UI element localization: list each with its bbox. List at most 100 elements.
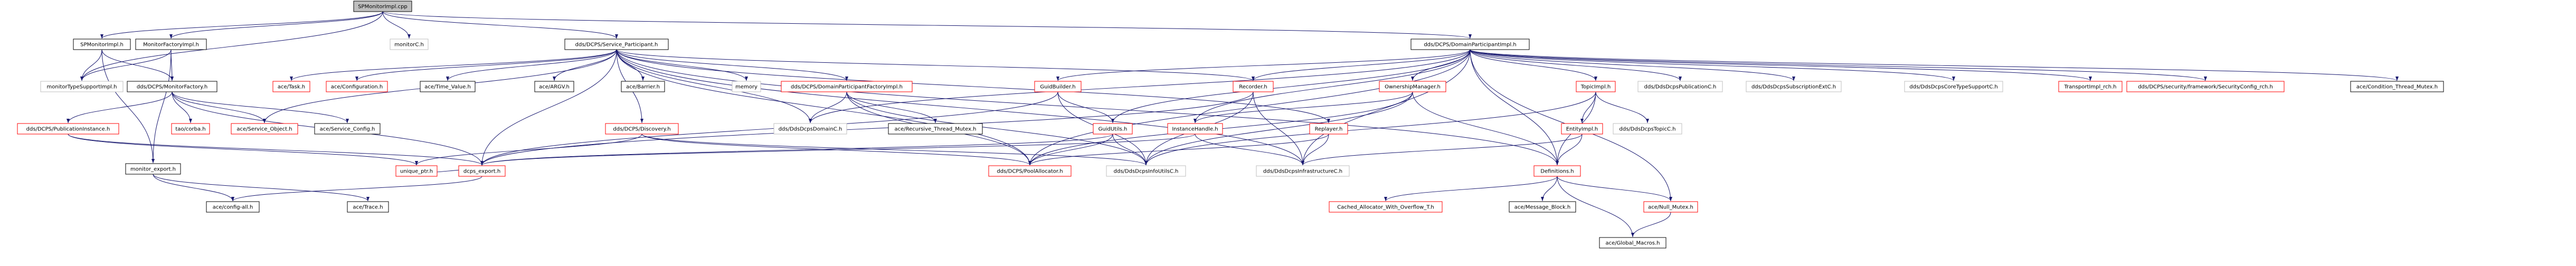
node-box [564,39,669,50]
node-tao-corba-h[interactable]: tao/corba.h [171,123,210,135]
node-box [1746,81,1842,92]
node-dds-dcps-security-framework-securityconfig-rch-h[interactable]: dds/DCPS/security/framework/SecurityConf… [2126,81,2285,92]
node-box [73,39,131,50]
node-ace-trace-h[interactable]: ace/Trace.h [347,201,389,213]
edge-ownershipmanager-h-to-instancehandle-h [1194,91,1413,124]
node-spmonitorimpl-h[interactable]: SPMonitorImpl.h [73,39,131,50]
node-ace-time-value-h[interactable]: ace/Time_Value.h [420,81,476,92]
node-dds-dcps-discovery-h[interactable]: dds/DCPS/Discovery.h [605,123,679,135]
node-dds-dcps-monitorfactory-h[interactable]: dds/DCPS/MonitorFactory.h [127,81,217,92]
node-box [347,201,389,213]
edge-dds-dcps-monitorfactory-h-to-dds-dcps-publicationinstance-h [67,91,173,124]
edge-definitions-h-to-cached-allocator-with-overflow-t-h [1384,176,1558,202]
edge-dds-dcps-domainparticipantimpl-h-to-recorder-h [1252,49,1471,81]
node-ace-service-object-h[interactable]: ace/Service_Object.h [231,123,298,135]
node-box [1576,81,1616,92]
node-box [1379,81,1446,92]
node-box [1034,81,1082,92]
node-transportimpl-rch-h[interactable]: TransportImpl_rch.h [2058,81,2123,92]
node-ace-config-all-h[interactable]: ace/config-all.h [206,201,260,213]
node-label: OwnershipManager.h [1385,84,1441,90]
node-guidutils-h[interactable]: GuidUtils.h [1093,123,1133,135]
node-ace-configuration-h[interactable]: ace/Configuration.h [326,81,388,92]
node-label: Cached_Allocator_With_Overflow_T.h [1337,205,1434,211]
node-ace-argv-h[interactable]: ace/ARGV.h [534,81,574,92]
node-dds-dcps-domainparticipantimpl-h[interactable]: dds/DCPS/DomainParticipantImpl.h [1410,39,1530,50]
edge-replayer-h-to-dds-dcps-poolallocator-h [1028,134,1329,166]
node-box [17,123,119,135]
node-label: unique_ptr.h [400,169,433,175]
node-label: dds/DdsDcpsSubscriptionExtC.h [1751,84,1836,90]
node-dds-ddsdcpsinfrastructurec-h: dds/DdsDcpsInfrastructureC.h [1256,165,1350,177]
node-ace-recursive-thread-mutex-h[interactable]: ace/Recursive_Thread_Mutex.h [888,123,983,135]
edge-spmonitorimpl-cpp-to-monitortypesupportimpl-h [80,11,383,81]
node-ace-null-mutex-h[interactable]: ace/Null_Mutex.h [1643,201,1698,213]
node-spmonitorimpl-cpp[interactable]: SPMonitorImpl.cpp [353,1,412,12]
node-unique-ptr-h[interactable]: unique_ptr.h [395,165,438,177]
edge-dds-dcps-domainparticipantimpl-h-to-dds-dcps-security-framework-securityconfig-rch-h [1470,49,2207,81]
edge-dds-dcps-service-participant-h-to-replayer-h [616,49,1330,124]
node-ace-task-h[interactable]: ace/Task.h [272,81,310,92]
node-label: dds/DCPS/PublicationInstance.h [26,127,110,132]
node-ace-global-macros-h[interactable]: ace/Global_Macros.h [1599,237,1666,249]
node-box [125,163,181,175]
node-label: dds/DdsDcpsCoreTypeSupportC.h [1909,84,1997,90]
node-ace-barrier-h[interactable]: ace/Barrier.h [621,81,665,92]
node-entityimpl-h[interactable]: EntityImpl.h [1561,123,1603,135]
node-label: ace/Trace.h [353,205,383,211]
node-monitor-export-h[interactable]: monitor_export.h [125,163,181,175]
node-label: dcps_export.h [463,169,500,175]
node-box [395,165,438,177]
edge-instancehandle-h-to-dcps-export-h [480,134,1196,166]
node-box [1613,123,1682,135]
node-ace-service-config-h[interactable]: ace/Service_Config.h [314,123,381,135]
node-box [2350,81,2444,92]
node-box [314,123,381,135]
edge-instancehandle-h-to-dds-ddsdcpsinfrastructurec-h [1195,134,1304,166]
edge-definitions-h-to-ace-null-mutex-h [1557,176,1672,202]
node-recorder-h[interactable]: Recorder.h [1233,81,1274,92]
node-ace-condition-thread-mutex-h[interactable]: ace/Condition_Thread_Mutex.h [2350,81,2444,92]
node-box [888,123,983,135]
node-ownershipmanager-h[interactable]: OwnershipManager.h [1379,81,1446,92]
edge-dds-dcps-service-participant-h-to-dds-ddsdcpsdomainc-h [616,49,812,124]
node-box [326,81,388,92]
edge-guidutils-h-to-dds-ddsdcpsinfoutilsc-h [1112,134,1148,166]
node-label: Recorder.h [1239,84,1267,90]
edge-ownershipmanager-h-to-dds-ddsdcpsinfoutilsc-h [1144,91,1413,166]
edge-dds-dcps-service-participant-h-to-ace-task-h [290,49,617,81]
node-monitortypesupportimpl-h: monitorTypeSupportImpl.h [40,81,124,92]
node-dds-dcps-poolallocator-h[interactable]: dds/DCPS/PoolAllocator.h [988,165,1072,177]
edge-dds-dcps-service-participant-h-to-dds-ddsdcpsinfrastructurec-h [616,49,1304,166]
edge-replayer-h-to-dds-ddsdcpsinfrastructurec-h [1301,134,1329,166]
edge-ace-null-mutex-h-to-ace-global-macros-h [1631,212,1671,238]
node-label: ace/Condition_Thread_Mutex.h [2356,84,2438,90]
edge-dds-dcps-domainparticipantimpl-h-to-dds-ddsdcpsinfrastructurec-h [1301,49,1471,166]
edge-dds-dcps-domainparticipantimpl-h-to-guidbuilder-h [1056,49,1471,81]
node-box [1643,201,1698,213]
node-definitions-h[interactable]: Definitions.h [1533,165,1581,177]
edge-dds-dcps-domainparticipantimpl-h-to-dds-ddsdcpspublicationc-h [1470,49,1682,81]
node-label: dds/DdsDcpsInfoUtilsC.h [1114,169,1179,175]
edge-dds-dcps-publicationinstance-h-to-dcps-export-h [68,134,484,166]
node-replayer-h[interactable]: Replayer.h [1309,123,1348,135]
node-label: dds/DdsDcpsPublicationC.h [1644,84,1717,90]
edge-guidbuilder-h-to-dcps-export-h [480,91,1058,166]
node-cached-allocator-with-overflow-t-h[interactable]: Cached_Allocator_With_Overflow_T.h [1329,201,1443,213]
node-ace-message-block-h[interactable]: ace/Message_Block.h [1509,201,1576,213]
node-dds-dcps-service-participant-h[interactable]: dds/DCPS/Service_Participant.h [564,39,669,50]
node-dds-dcps-publicationinstance-h[interactable]: dds/DCPS/PublicationInstance.h [17,123,119,135]
node-monitorfactoryimpl-h[interactable]: MonitorFactoryImpl.h [135,39,207,50]
edge-monitorfactoryimpl-h-to-monitor-export-h [151,49,172,164]
edge-spmonitorimpl-h-to-dds-dcps-monitorfactory-h [101,49,174,81]
node-guidbuilder-h[interactable]: GuidBuilder.h [1034,81,1082,92]
node-dcps-export-h[interactable]: dcps_export.h [458,165,506,177]
node-topicimpl-h[interactable]: TopicImpl.h [1576,81,1616,92]
node-label: SPMonitorImpl.h [80,42,124,48]
node-dds-dcps-domainparticipantfactoryimpl-h[interactable]: dds/DCPS/DomainParticipantFactoryImpl.h [781,81,913,92]
node-instancehandle-h[interactable]: InstanceHandle.h [1167,123,1223,135]
edge-guidutils-h-to-dcps-export-h [480,134,1113,166]
node-label: dds/DdsDcpsTopicC.h [1620,127,1676,132]
node-label: MonitorFactoryImpl.h [143,42,199,48]
node-label: Replayer.h [1315,127,1343,132]
